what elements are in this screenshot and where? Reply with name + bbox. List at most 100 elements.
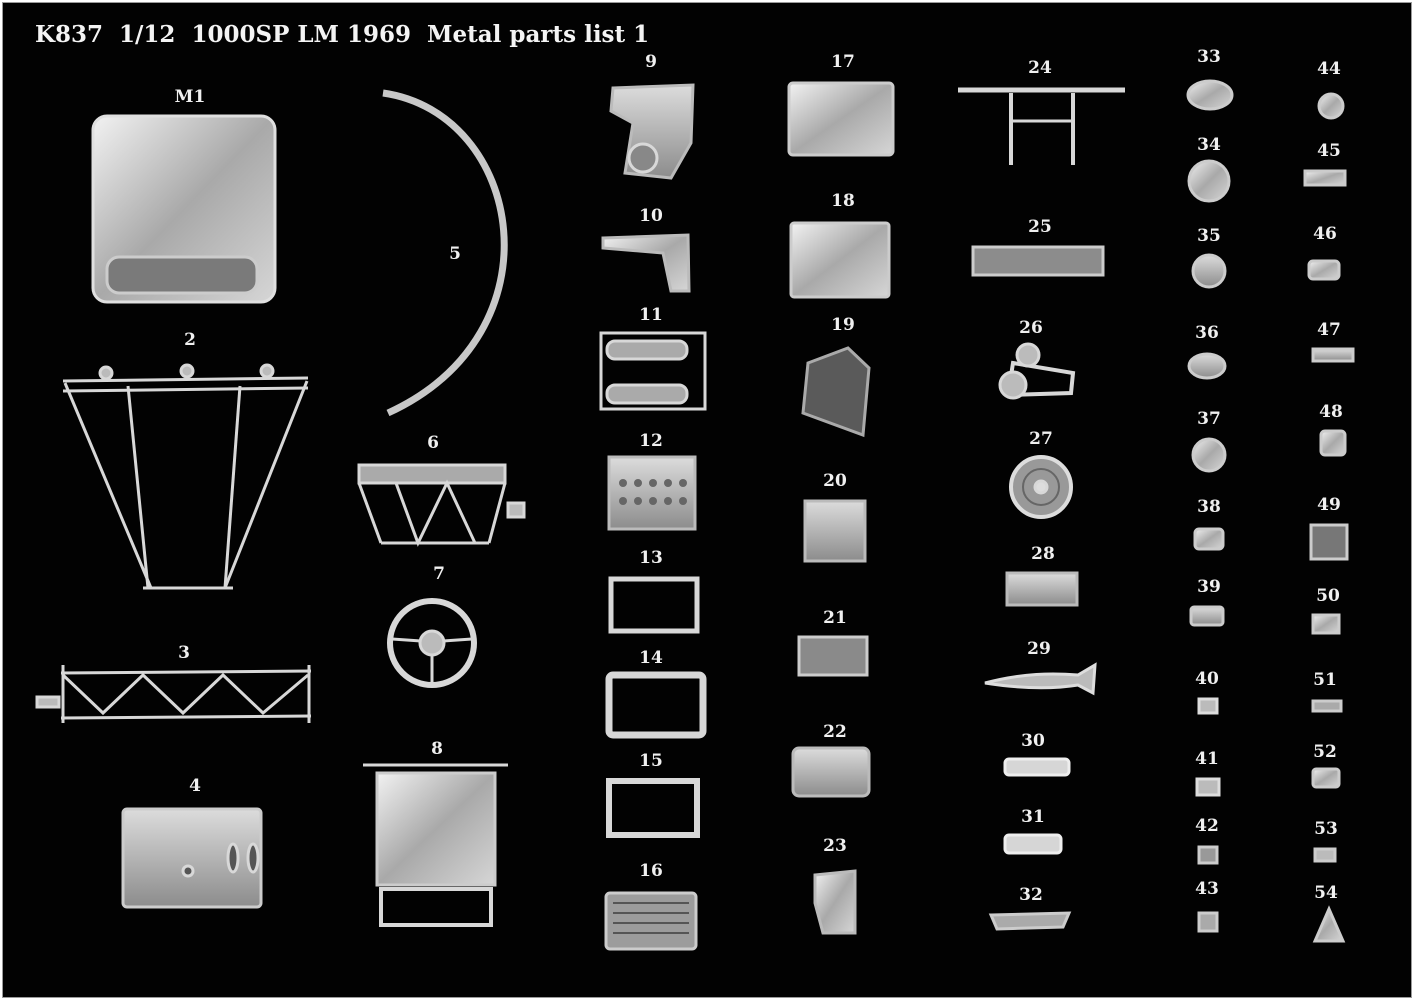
part-7 (387, 598, 477, 688)
part-label-45: 45 (1317, 141, 1341, 161)
part-label-13: 13 (639, 548, 663, 568)
part-label-4: 4 (189, 776, 201, 796)
part-16 (604, 891, 698, 951)
part-21 (797, 635, 869, 677)
part-label-54: 54 (1314, 883, 1338, 903)
part-38 (1193, 527, 1225, 551)
part-label-24: 24 (1028, 58, 1052, 78)
part-label-19: 19 (831, 315, 855, 335)
part-36 (1187, 352, 1227, 380)
part-label-8: 8 (431, 739, 443, 759)
part-31 (1003, 833, 1063, 855)
part-10 (601, 233, 691, 293)
part-label-28: 28 (1031, 544, 1055, 564)
part-label-50: 50 (1316, 586, 1340, 606)
part-25 (971, 245, 1105, 277)
part-label-3: 3 (178, 643, 190, 663)
part-23 (813, 869, 857, 935)
part-label-33: 33 (1197, 47, 1221, 67)
part-label-34: 34 (1197, 135, 1221, 155)
part-32 (988, 911, 1072, 931)
part-label-30: 30 (1021, 731, 1045, 751)
part-40 (1197, 697, 1219, 715)
part-label-29: 29 (1027, 639, 1051, 659)
part-label-m1: M1 (174, 87, 206, 107)
part-41 (1195, 777, 1221, 797)
part-6 (357, 463, 526, 547)
part-11 (599, 331, 707, 411)
part-48 (1319, 429, 1347, 457)
part-14 (605, 671, 707, 739)
part-20 (803, 499, 867, 563)
part-label-17: 17 (831, 52, 855, 72)
part-label-9: 9 (645, 52, 657, 72)
part-label-47: 47 (1317, 320, 1341, 340)
part-label-2: 2 (184, 330, 196, 350)
part-53 (1313, 847, 1337, 863)
parts-artwork (35, 79, 1355, 951)
part-37 (1191, 437, 1227, 473)
part-label-46: 46 (1313, 224, 1337, 244)
part-24 (958, 87, 1125, 165)
part-15 (606, 778, 700, 838)
part-4 (121, 807, 263, 909)
part-47 (1311, 347, 1355, 363)
part-54 (1312, 905, 1346, 943)
part-19 (801, 346, 871, 438)
part-label-44: 44 (1317, 59, 1341, 79)
part-label-35: 35 (1197, 226, 1221, 246)
part-label-48: 48 (1319, 402, 1343, 422)
part-label-51: 51 (1313, 670, 1337, 690)
part-label-20: 20 (823, 471, 847, 491)
part-27 (1009, 455, 1073, 519)
part-m1 (91, 114, 277, 304)
part-label-18: 18 (831, 191, 855, 211)
part-43 (1197, 911, 1219, 933)
part-label-22: 22 (823, 722, 847, 742)
part-label-14: 14 (639, 648, 663, 668)
part-label-26: 26 (1019, 318, 1043, 338)
page-title: K837 1/12 1000SP LM 1969 Metal parts lis… (35, 21, 650, 48)
part-30 (1003, 757, 1071, 777)
part-50 (1311, 613, 1341, 635)
part-label-32: 32 (1019, 885, 1043, 905)
part-45 (1303, 169, 1347, 187)
part-51 (1311, 699, 1343, 713)
part-label-11: 11 (639, 305, 663, 325)
part-label-39: 39 (1197, 577, 1221, 597)
part-label-37: 37 (1197, 409, 1221, 429)
part-label-40: 40 (1195, 669, 1219, 689)
part-29 (984, 662, 1097, 696)
part-label-41: 41 (1195, 749, 1219, 769)
part-22 (791, 746, 871, 798)
part-label-7: 7 (433, 564, 445, 584)
part-label-42: 42 (1195, 816, 1219, 836)
part-2 (62, 363, 309, 590)
part-label-21: 21 (823, 608, 847, 628)
part-label-15: 15 (639, 751, 663, 771)
part-52 (1311, 767, 1341, 789)
part-label-31: 31 (1021, 807, 1045, 827)
part-label-6: 6 (427, 433, 439, 453)
part-12 (607, 455, 697, 531)
part-33 (1186, 79, 1234, 111)
part-label-12: 12 (639, 431, 663, 451)
part-label-5: 5 (449, 244, 461, 264)
part-18 (789, 221, 891, 299)
part-34 (1187, 159, 1231, 203)
part-label-10: 10 (639, 206, 663, 226)
part-26 (998, 342, 1076, 400)
part-49 (1309, 523, 1349, 561)
part-9 (609, 83, 695, 180)
part-28 (1005, 571, 1079, 607)
part-3 (35, 665, 312, 723)
part-44 (1317, 92, 1345, 120)
part-label-25: 25 (1028, 217, 1052, 237)
part-label-43: 43 (1195, 879, 1219, 899)
part-label-52: 52 (1313, 742, 1337, 762)
part-label-23: 23 (823, 836, 847, 856)
part-label-38: 38 (1197, 497, 1221, 517)
part-5 (382, 89, 508, 417)
part-label-27: 27 (1029, 429, 1053, 449)
